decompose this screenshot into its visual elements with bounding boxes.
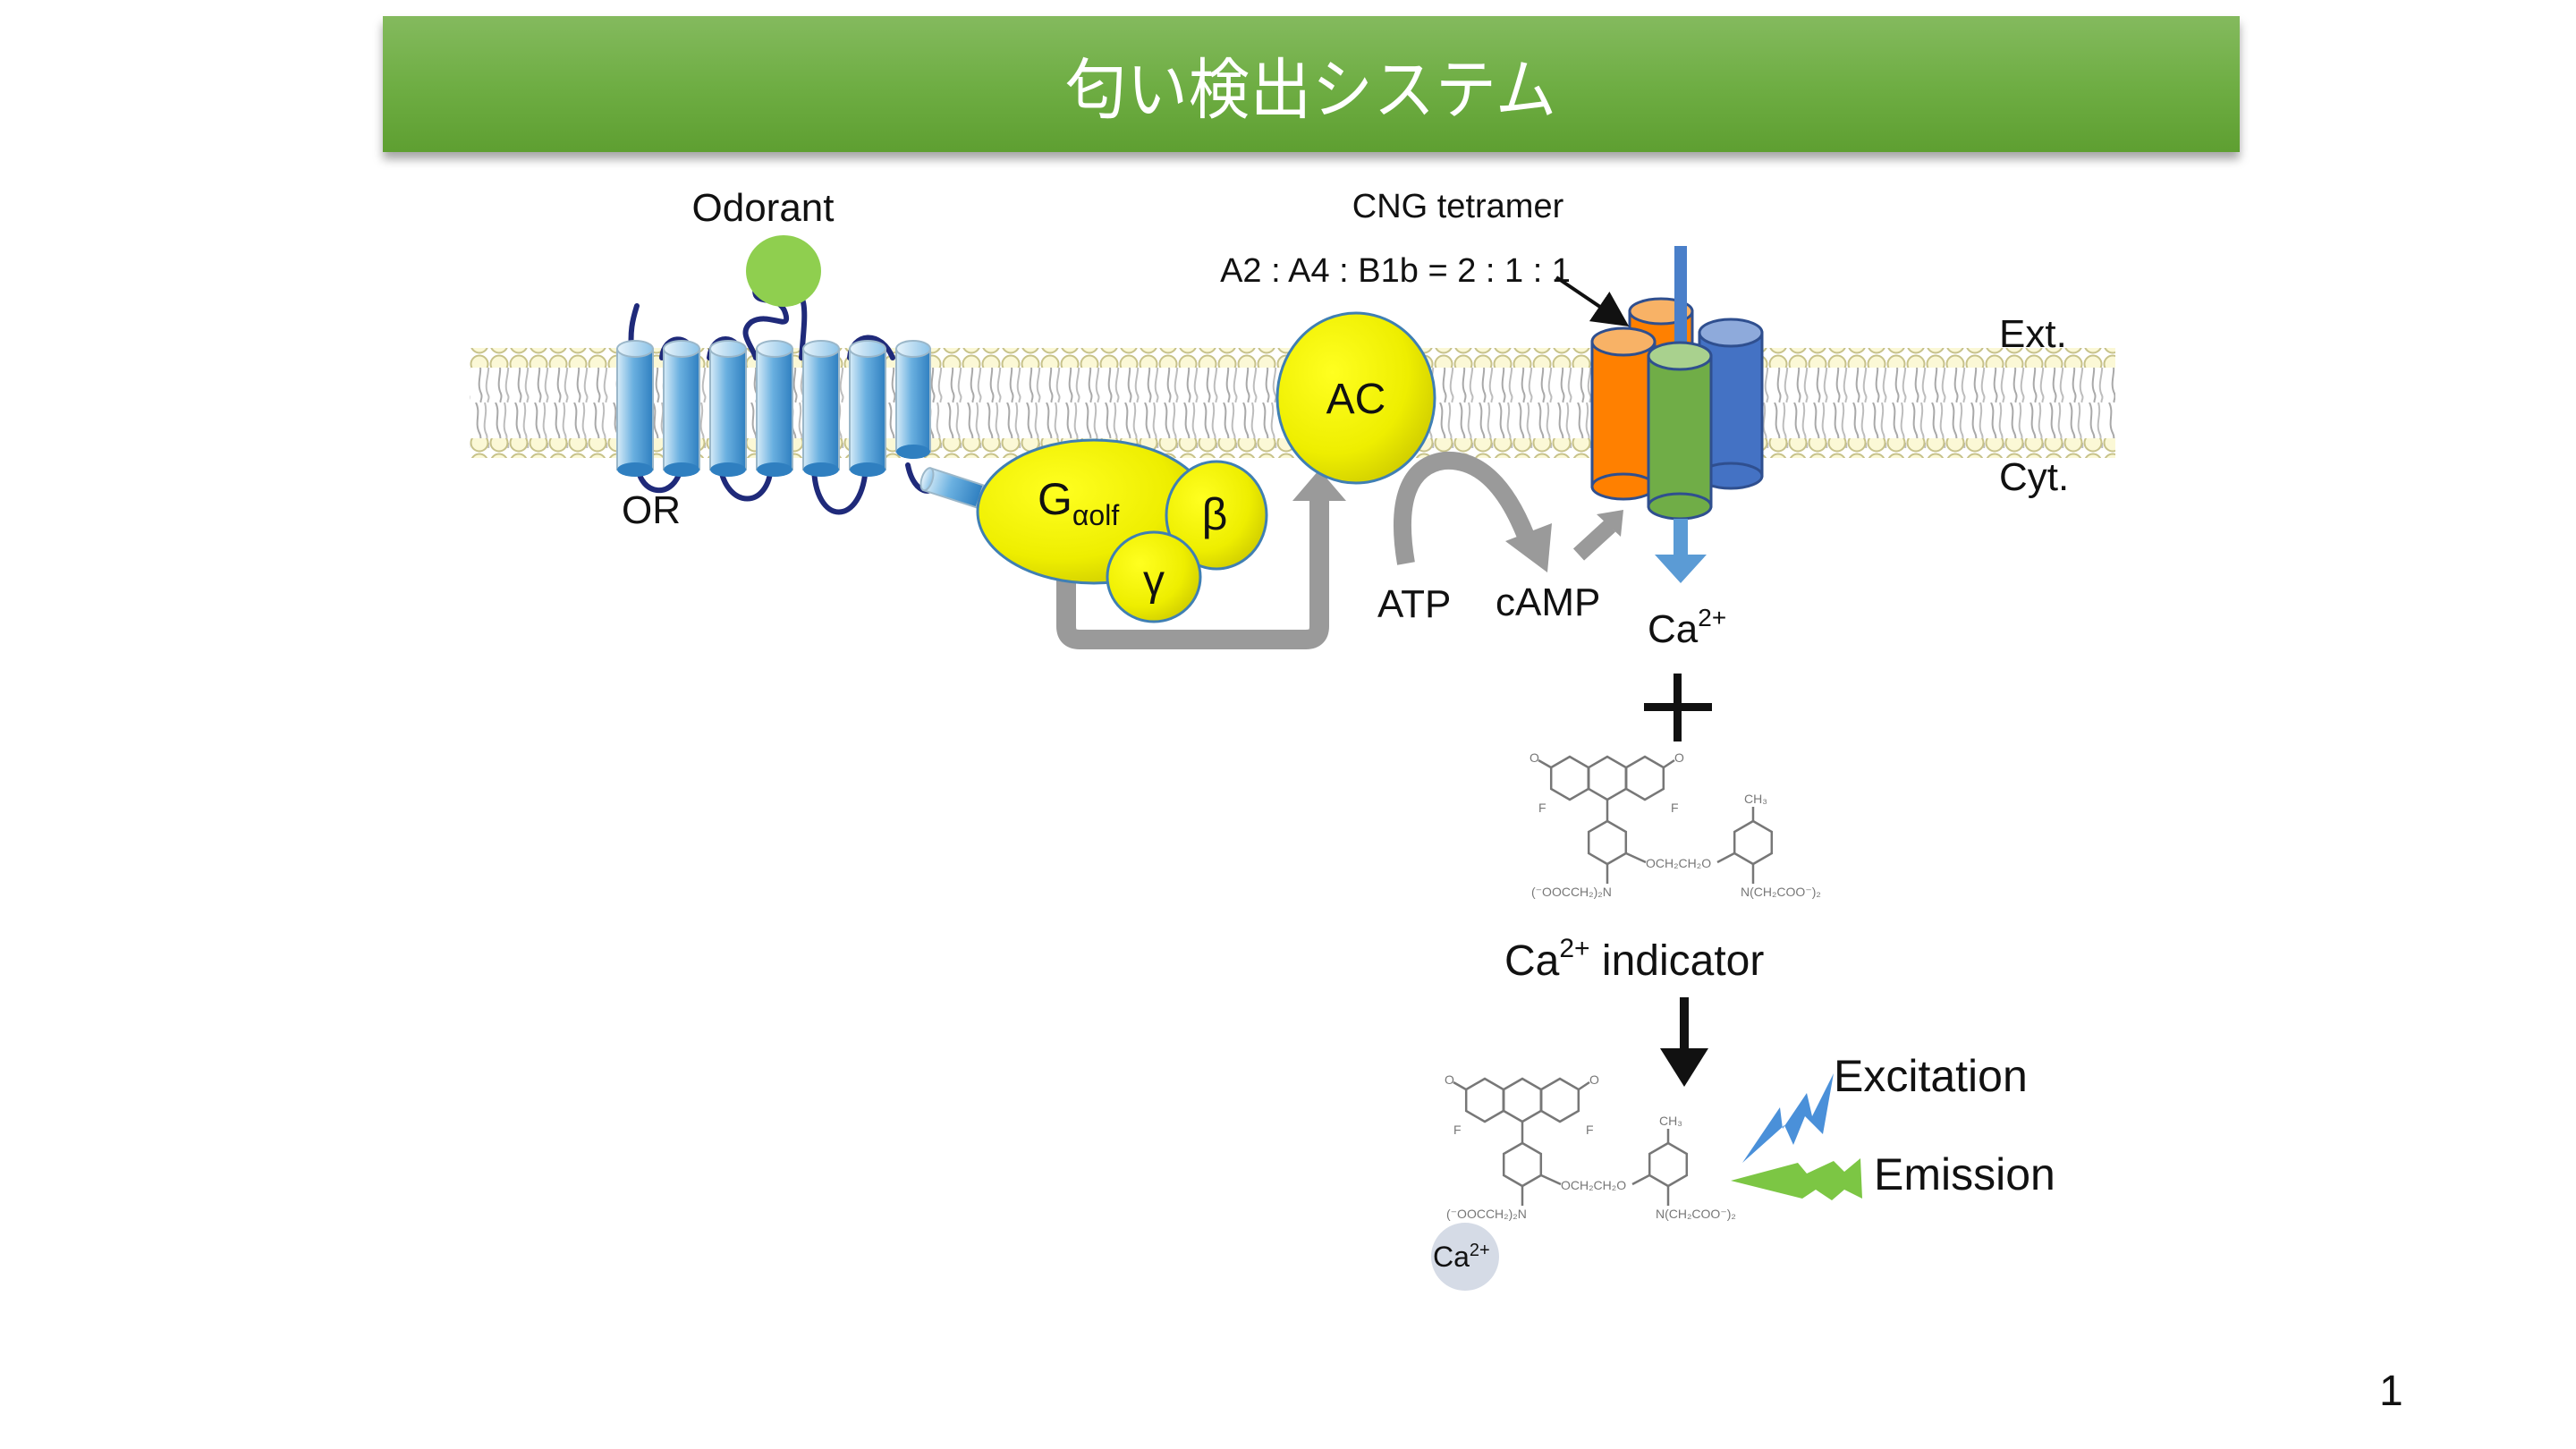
linker-label: OCH₂CH₂O [1646, 856, 1711, 870]
helix-5 [802, 340, 840, 477]
xanthene-ring-left [1464, 1077, 1505, 1123]
calcium-bound-indicator-structure: O O F F CH₃ OCH₂CH₂O (⁻OOCCH₂)₂N N(CH₂COO⁻)₂ [1445, 1072, 1736, 1221]
excitation-bolt-icon [1742, 1073, 1834, 1163]
atp-to-camp-arrow [1393, 451, 1552, 572]
odorant: Odorant [692, 186, 835, 307]
emission-label: Emission [1874, 1149, 2055, 1199]
extracellular-label: Ext. [1999, 312, 2067, 356]
camp-to-cng-arrow [1572, 510, 1623, 561]
odorant-receptor: OR [616, 279, 985, 532]
methyl-label: CH₃ [1744, 792, 1767, 806]
fluorine-atom-label: F [1586, 1123, 1594, 1137]
bound-calcium-ion: Ca2+ [1431, 1223, 1499, 1291]
calcium-label: Ca2+ [1648, 604, 1726, 651]
atp-label: ATP [1377, 582, 1451, 626]
ac-label: AC [1326, 376, 1386, 423]
page-number: 1 [2379, 1368, 2403, 1415]
g-beta-subunit [1165, 460, 1268, 571]
bond [1631, 1174, 1650, 1186]
left-chelator-label: (⁻OOCCH₂)₂N [1531, 885, 1612, 899]
bond [1538, 758, 1552, 769]
g-protein-complex: Gαolf β γ [976, 438, 1268, 623]
title-banner: 匂い検出システム [383, 16, 2240, 152]
odorant-molecule [746, 235, 821, 307]
fluorine-atom-label: F [1671, 801, 1679, 815]
svg-text:Gαolf: Gαolf [1038, 474, 1119, 531]
left-chelator-label: (⁻OOCCH₂)₂N [1446, 1207, 1527, 1221]
helix-7 [895, 340, 931, 459]
bond [1540, 1174, 1562, 1186]
bond [1578, 1080, 1590, 1091]
xanthene-ring-right [1539, 1077, 1580, 1123]
phenyl-ring-left [1587, 819, 1628, 866]
g-gamma-label: γ [1143, 557, 1165, 605]
helix-2 [663, 340, 700, 477]
cng-channel [1590, 246, 1764, 583]
cytoplasmic-label: Cyt. [1999, 455, 2069, 499]
fluorine-atom-label: F [1538, 801, 1546, 815]
linker-label: OCH₂CH₂O [1561, 1178, 1626, 1192]
g-alpha-subscript: αolf [1072, 499, 1119, 531]
phenyl-ring-left [1502, 1141, 1543, 1188]
cng-stoichiometry: A2 : A4 : B1b = 2 : 1 : 1 [1220, 252, 1571, 290]
receptor-helices [616, 340, 985, 509]
plus-sign [1644, 674, 1712, 741]
calcium-charge: 2+ [1698, 604, 1726, 631]
bond [1663, 758, 1675, 769]
bond [1625, 852, 1647, 864]
excitation-label: Excitation [1834, 1051, 2028, 1101]
bond [1453, 1080, 1467, 1091]
binding-reaction-arrow [1660, 997, 1708, 1087]
oxygen-atom-label: O [1445, 1072, 1454, 1087]
g-protein-to-ac-arrow [1056, 470, 1346, 649]
oxygen-atom-label: O [1530, 750, 1539, 765]
bond [1716, 852, 1735, 864]
xanthene-ring-left [1549, 755, 1590, 801]
g-beta-label: β [1202, 489, 1228, 539]
g-gamma-subunit [1106, 530, 1202, 623]
cng-subunit-a4 [1647, 341, 1713, 521]
phenyl-ring-right [1648, 1141, 1689, 1188]
helix-3 [709, 340, 747, 477]
calcium-influx-arrow [1655, 519, 1707, 583]
odorant-label: Odorant [692, 186, 835, 230]
xanthene-ring-right [1624, 755, 1665, 801]
oxygen-atom-label: O [1589, 1072, 1599, 1087]
methyl-label: CH₃ [1659, 1114, 1682, 1128]
helix-1 [616, 340, 654, 477]
slide-title: 匂い検出システム [1065, 51, 1557, 129]
indicator-label: Ca2+ indicator [1504, 934, 1764, 985]
cng-subunit-a2-front [1590, 326, 1657, 501]
adenylyl-cyclase: AC [1275, 311, 1436, 485]
emission-bolt-icon [1731, 1158, 1862, 1200]
g-alpha-label: G [1038, 474, 1072, 524]
phenyl-ring-right [1733, 819, 1774, 866]
right-chelator-label: N(CH₂COO⁻)₂ [1741, 885, 1821, 899]
fluorine-atom-label: F [1453, 1123, 1462, 1137]
right-chelator-label: N(CH₂COO⁻)₂ [1656, 1207, 1736, 1221]
camp-label: cAMP [1496, 580, 1600, 624]
svg-text:Ca2+: Ca2+ [1433, 1241, 1490, 1273]
helix-6 [849, 340, 886, 477]
cng-pointer-arrow [1555, 275, 1630, 326]
ac-body [1275, 311, 1436, 485]
xanthene-ring-center [1587, 755, 1628, 801]
xanthene-ring-center [1502, 1077, 1543, 1123]
helix-8 [919, 467, 985, 509]
calcium-indicator-structure: O O F F CH₃ OCH₂CH₂O (⁻OOCCH₂)₂N N(CH₂COO⁻)₂ [1530, 750, 1821, 899]
cng-title: CNG tetramer [1352, 188, 1564, 225]
helix-4 [756, 340, 793, 477]
oxygen-atom-label: O [1674, 750, 1684, 765]
ca-flux-line [1674, 246, 1687, 344]
receptor-label: OR [622, 488, 681, 532]
